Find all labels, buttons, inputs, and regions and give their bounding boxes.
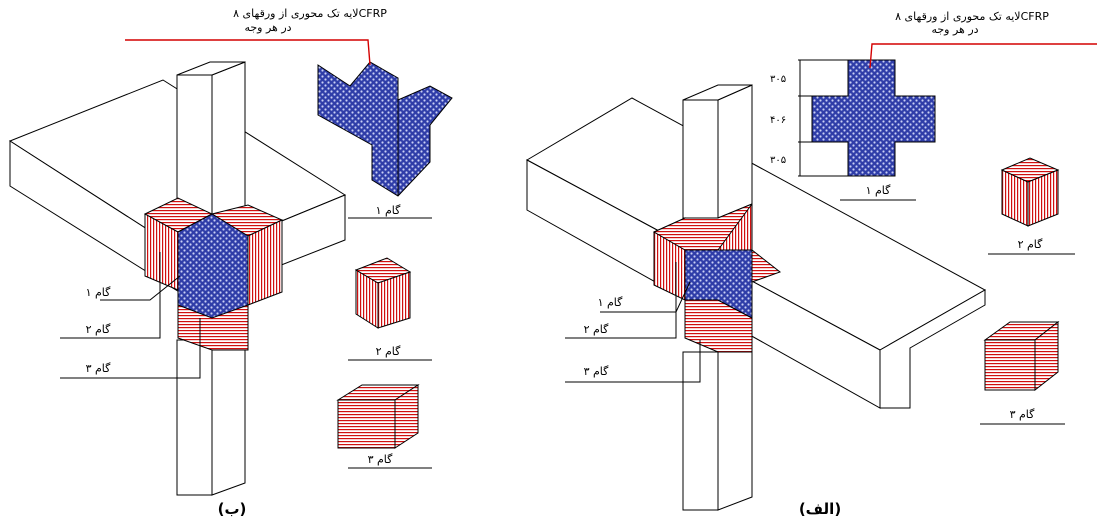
panel-a-callout2: گام ۲: [584, 323, 610, 336]
step3-side: [1034, 320, 1059, 392]
panel-a-dim-top: ۳۰۵: [770, 74, 786, 85]
column-upper-front: [682, 99, 719, 219]
step3-front: [337, 399, 396, 449]
panel-b-note-line2: در هر وجه: [244, 21, 291, 34]
panel-b-step2-label: گام ۲: [376, 345, 402, 358]
panel-a-step2-label: گام ۲: [1018, 238, 1044, 251]
panel-a-note-line2: در هر وجه: [931, 23, 978, 36]
step1-cross: [317, 61, 453, 197]
step2-side: [1027, 169, 1059, 227]
panel-b-callout3: گام ۳: [86, 362, 112, 375]
panel-a-note-leader: [869, 43, 1097, 69]
panel-a-dim-bot: ۳۰۵: [770, 155, 786, 166]
step2-side: [377, 271, 411, 329]
column-lower-front: [176, 339, 213, 496]
beam-end: [879, 289, 986, 409]
callout2-leader: [565, 262, 677, 339]
column-top: [682, 84, 753, 101]
panel-a-callout1: گام ۱: [598, 296, 624, 309]
panel-a-dim-mid: ۴۰۶: [770, 115, 786, 126]
step1-plus: [811, 59, 936, 177]
panel-b-note-line1: ۸ لایه تک محوری از ورقهایCFRP: [233, 7, 387, 20]
column-lower-side: [717, 336, 753, 511]
callout2-leader: [60, 252, 161, 339]
panel-a-caption: (الف): [799, 500, 841, 518]
step3-front: [984, 339, 1036, 391]
callout3-leader: [565, 340, 701, 383]
callout3-leader: [60, 318, 201, 379]
cfrp-core: [177, 213, 249, 319]
panel-b-callout2: گام ۲: [86, 323, 112, 336]
panel-b-step3-label: گام ۳: [368, 453, 394, 466]
column-lower-side: [211, 326, 246, 496]
panel-a-callout3: گام ۳: [584, 365, 610, 378]
panel-b-callout1: گام ۱: [86, 286, 112, 299]
panel-a: [525, 59, 1075, 511]
column-upper-side: [717, 84, 753, 219]
callout1-leader: [100, 275, 181, 301]
panel-a-step3-label: گام ۳: [1010, 408, 1036, 421]
panel-b-note-leader: [125, 39, 371, 66]
step3-side: [394, 384, 419, 449]
panel-a-step1-label: گام ۱: [866, 184, 892, 197]
column-top: [176, 61, 246, 76]
panel-a-note-line1: ۸ لایه تک محوری از ورقهایCFRP: [895, 10, 1049, 23]
panel-b-caption: (ب): [218, 500, 247, 518]
panel-b: [8, 61, 453, 496]
panel-b-step1-label: گام ۱: [376, 204, 402, 217]
